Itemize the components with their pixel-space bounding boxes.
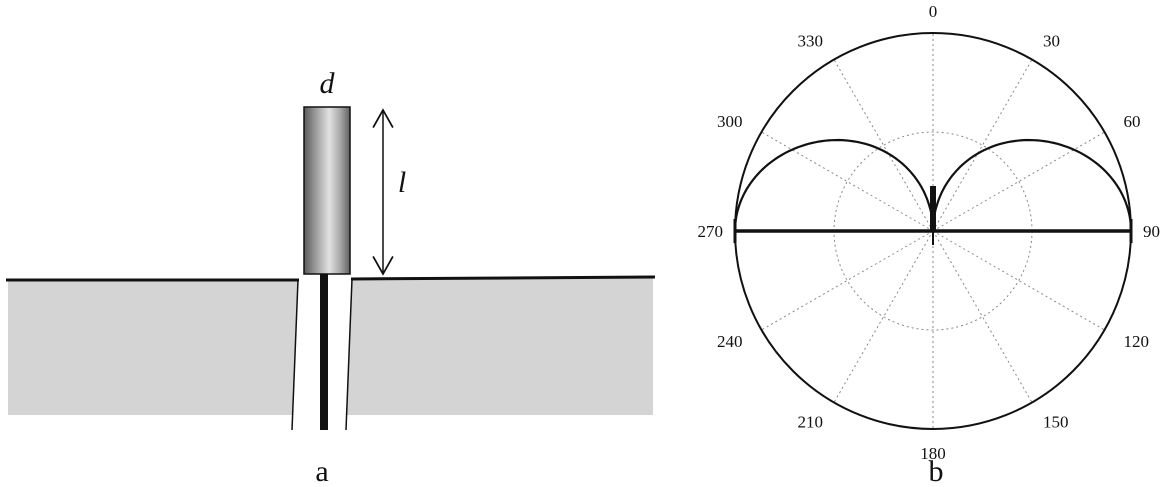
panel-a-caption: a — [315, 455, 328, 487]
angle-label-120: 120 — [1124, 332, 1150, 351]
angle-label-240: 240 — [717, 332, 743, 351]
radial-gridline-150 — [932, 230, 1033, 403]
radial-gridline-30 — [932, 59, 1033, 232]
radiation-pattern — [733, 138, 1133, 245]
angle-label-210: 210 — [798, 413, 824, 432]
radial-gridline-330 — [833, 59, 934, 232]
angle-label-0: 0 — [929, 2, 938, 21]
angle-label-180: 180 — [920, 444, 946, 463]
ground-surface-right — [350, 275, 656, 281]
panel-b-caption: b — [929, 455, 944, 487]
length-label: l — [398, 166, 406, 199]
angle-label-30: 30 — [1043, 32, 1060, 51]
feed-conductor — [320, 274, 328, 430]
monopole-cylinder — [303, 106, 351, 275]
angle-label-300: 300 — [717, 112, 743, 131]
radial-gridline-240 — [761, 230, 934, 331]
radial-gridline-60 — [932, 131, 1105, 232]
angle-label-60: 60 — [1124, 112, 1141, 131]
slot-wall-left — [291, 279, 299, 431]
diameter-label: d — [320, 67, 336, 100]
radial-gridline-120 — [932, 230, 1105, 331]
angle-label-90: 90 — [1143, 222, 1160, 241]
radial-gridline-300 — [761, 131, 934, 232]
ground-plane-right — [346, 277, 653, 415]
radiation-lobe-right — [931, 138, 1133, 232]
radial-gridline-210 — [833, 230, 934, 403]
panel-a-monopole-diagram: d l a — [6, 67, 656, 487]
center-monopole-symbol — [930, 186, 936, 231]
angle-label-150: 150 — [1043, 413, 1069, 432]
slot-wall-right — [345, 278, 353, 431]
radiation-lobe-left — [733, 138, 935, 232]
angle-labels: 0 30 60 90 120 150 180 210 240 270 300 330 — [698, 2, 1161, 463]
angle-label-330: 330 — [798, 32, 824, 51]
panel-b-polar-pattern: 0 30 60 90 120 150 180 210 240 270 300 330 b — [698, 2, 1161, 487]
ground-plane-left — [8, 280, 298, 415]
angle-label-270: 270 — [698, 222, 724, 241]
